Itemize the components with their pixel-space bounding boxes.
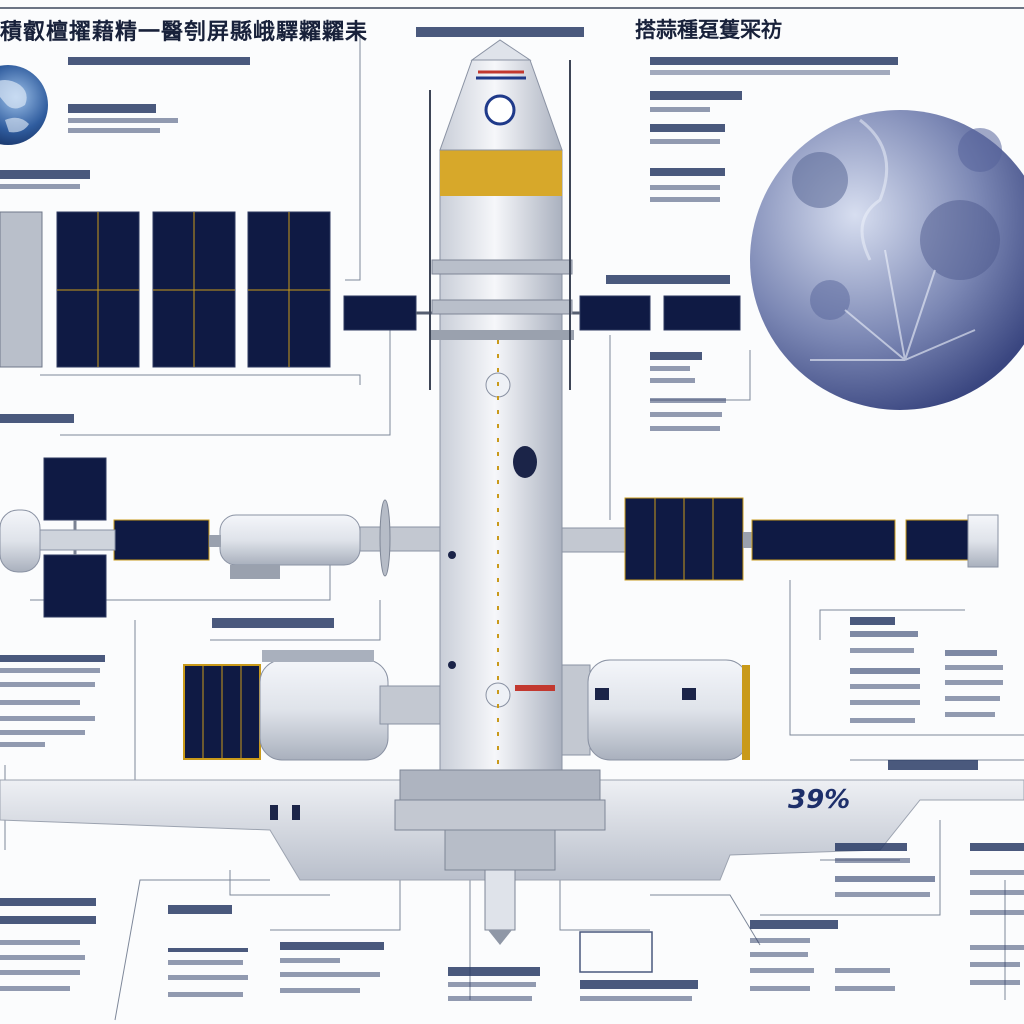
solar-array-upper	[0, 211, 331, 368]
earth-globe	[0, 65, 48, 145]
solar-array-side	[343, 295, 741, 331]
lower-left-module	[183, 650, 441, 761]
lower-right-module	[559, 659, 750, 761]
right-horizontal-module	[559, 497, 999, 581]
moon-globe	[750, 110, 1024, 410]
main-title: 積叡檀擢藉精一醫刳屏縣峨驛糶糶耒	[0, 20, 369, 45]
solar-array-left-mid	[43, 457, 210, 618]
left-horizontal-module	[0, 499, 441, 579]
base-deck	[0, 779, 1024, 945]
percent-callout: 39%	[788, 785, 851, 815]
right-title: 搭蒜種趸蒦冞祊	[635, 18, 782, 42]
central-tower	[399, 39, 601, 801]
